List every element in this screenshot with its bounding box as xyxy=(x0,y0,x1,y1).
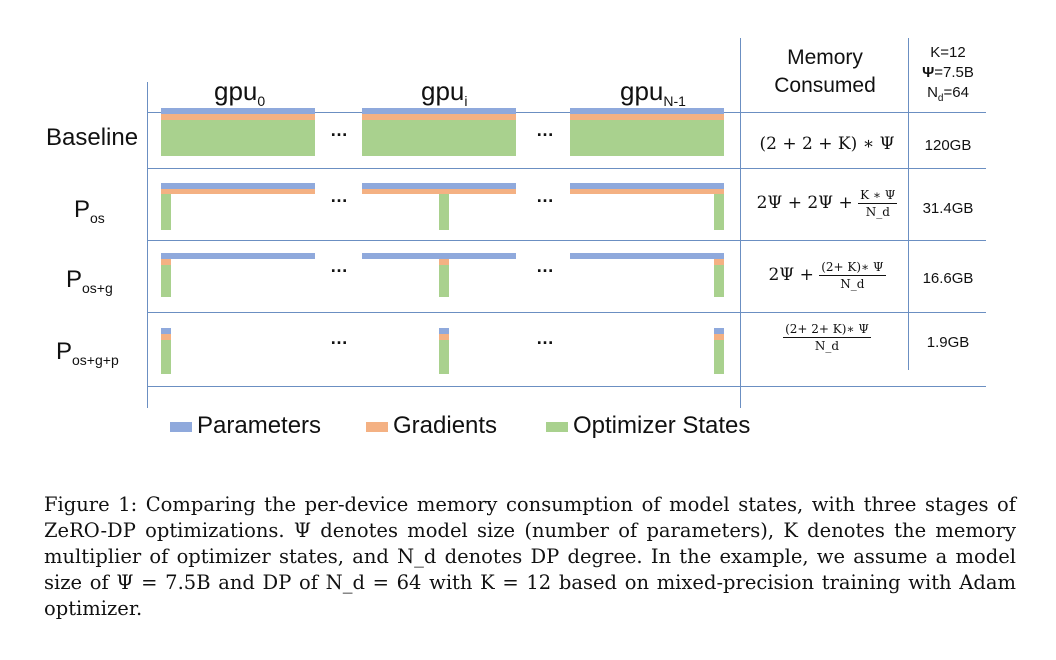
grad-segment xyxy=(161,114,315,120)
fraction: K ∗ Ψ N_d xyxy=(858,188,898,219)
grad-segment xyxy=(714,259,724,265)
fraction: (2+ K)∗ Ψ N_d xyxy=(819,260,886,291)
formula-p-os-g-p: (2+ 2+ K)∗ Ψ N_d xyxy=(744,322,910,353)
legend-parameters-label: Parameters xyxy=(197,412,322,439)
opt-segment xyxy=(714,194,724,230)
grad-segment xyxy=(161,259,171,265)
gpu-header-n-1: gpuN-1 xyxy=(620,76,686,109)
grad-segment xyxy=(362,114,516,120)
memory-value-p-os-g: 16.6GB xyxy=(922,270,974,287)
memory-value-p-os: 31.4GB xyxy=(922,200,974,217)
grad-segment xyxy=(570,189,724,194)
param-segment xyxy=(570,253,724,259)
param-segment xyxy=(161,183,315,189)
param-segment xyxy=(161,108,315,114)
legend-gradients-swatch xyxy=(366,422,388,432)
row-label-baseline: Baseline xyxy=(46,124,139,151)
opt-segment xyxy=(714,340,724,374)
grid-horizontal-2 xyxy=(148,168,986,169)
opt-segment xyxy=(161,194,171,230)
grad-segment xyxy=(439,334,449,340)
grid-horizontal-5 xyxy=(148,386,986,387)
grad-segment xyxy=(714,334,724,340)
opt-segment xyxy=(439,340,449,374)
row-label-p-os-g-p: Pos+g+p xyxy=(56,338,119,368)
row-label-p-os: Pos xyxy=(74,196,105,226)
formula-baseline: (2 + 2 + K) ∗ Ψ xyxy=(759,134,895,154)
param-segment xyxy=(161,328,171,334)
ellipsis: … xyxy=(536,186,555,206)
config-k: K=12 xyxy=(930,44,966,61)
param-segment xyxy=(161,253,315,259)
opt-segment xyxy=(362,120,516,156)
config-nd: Nd=64 xyxy=(927,84,969,104)
ellipsis: … xyxy=(330,328,349,348)
grad-segment xyxy=(161,189,315,194)
grid-horizontal-4 xyxy=(148,312,986,313)
param-segment xyxy=(714,328,724,334)
config-psi: Ψ=7.5B xyxy=(922,64,974,81)
memory-value-baseline: 120GB xyxy=(924,137,972,154)
grid-vertical-memory xyxy=(740,38,741,408)
opt-segment xyxy=(439,194,449,230)
param-segment xyxy=(362,108,516,114)
row-label-p-os-g: Pos+g xyxy=(66,266,113,296)
formula-p-os-g: 2Ψ + (2+ K)∗ Ψ N_d xyxy=(768,260,886,291)
grid-vertical-config xyxy=(908,38,909,370)
opt-segment xyxy=(161,340,171,374)
opt-segment xyxy=(161,120,315,156)
opt-segment xyxy=(161,265,171,297)
ellipsis: … xyxy=(536,120,555,140)
param-segment xyxy=(362,183,516,189)
opt-segment xyxy=(570,120,724,156)
grid-horizontal-1 xyxy=(148,112,986,113)
ellipsis: … xyxy=(536,328,555,348)
memory-consumed-header: Memory Consumed xyxy=(774,46,876,97)
grad-segment xyxy=(439,259,449,265)
grad-segment xyxy=(570,114,724,120)
legend-optimizer-swatch xyxy=(546,422,568,432)
fraction: (2+ 2+ K)∗ Ψ N_d xyxy=(783,322,871,353)
grad-segment xyxy=(161,334,171,340)
memory-value-p-os-g-p: 1.9GB xyxy=(926,334,970,351)
param-segment xyxy=(570,108,724,114)
ellipsis: … xyxy=(330,120,349,140)
gpu-header-0: gpu0 xyxy=(214,76,266,109)
grid-vertical-left xyxy=(147,82,148,408)
gpu-header-i: gpui xyxy=(421,76,468,109)
param-segment xyxy=(439,328,449,334)
ellipsis: … xyxy=(536,256,555,276)
opt-segment xyxy=(439,265,449,297)
figure-caption: Figure 1: Comparing the per-device memor… xyxy=(44,493,1016,620)
formula-p-os: 2Ψ + 2Ψ + K ∗ Ψ N_d xyxy=(756,188,898,219)
opt-segment xyxy=(714,265,724,297)
legend-optimizer-label: Optimizer States xyxy=(573,412,751,439)
legend-parameters-swatch xyxy=(170,422,192,432)
param-segment xyxy=(570,183,724,189)
legend-gradients-label: Gradients xyxy=(393,412,498,439)
ellipsis: … xyxy=(330,256,349,276)
ellipsis: … xyxy=(330,186,349,206)
param-segment xyxy=(362,253,516,259)
grad-segment xyxy=(362,189,516,194)
grid-horizontal-3 xyxy=(148,240,986,241)
